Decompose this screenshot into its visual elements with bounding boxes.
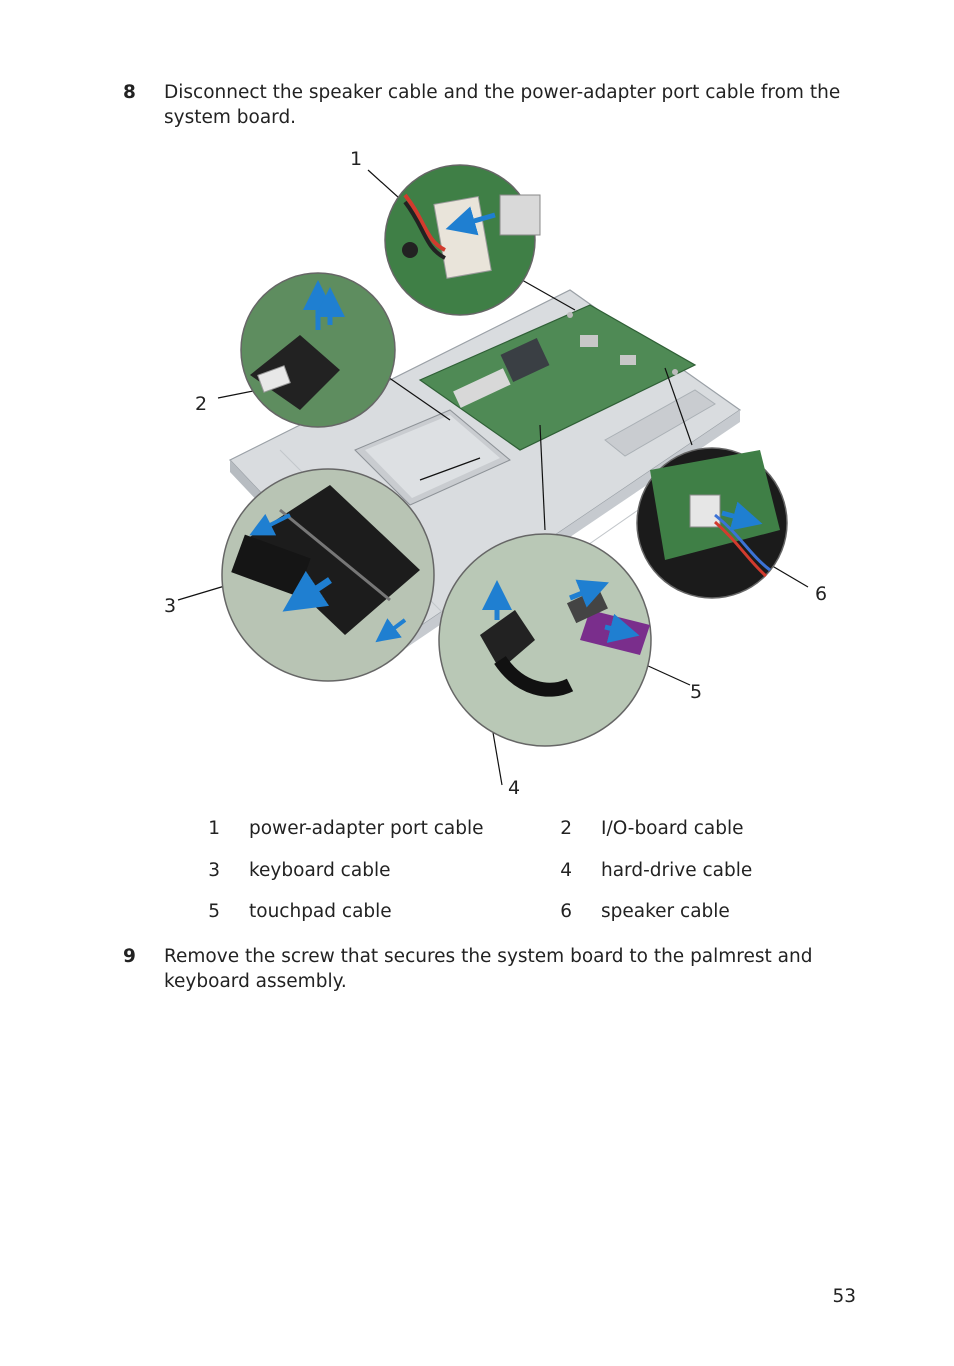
legend-number: 5 [208,901,220,922]
legend-label: I/O-board cable [601,818,744,839]
system-board-cables-illustration: 1 2 3 4 5 6 [164,148,827,799]
step-number: 8 [123,82,136,103]
legend-label: power-adapter port cable [249,818,484,839]
callout-4: 4 [508,777,520,799]
zoom-power-adapter-port [384,164,541,316]
page-number: 53 [832,1286,856,1307]
legend-label: keyboard cable [249,860,391,881]
legend-row: 1 power-adapter port cable 2 I/O-board c… [200,818,800,844]
zoom-io-board-cable [240,272,396,428]
step-number: 9 [123,946,136,967]
legend-number: 6 [560,901,572,922]
legend-number: 3 [208,860,220,881]
callout-2: 2 [195,393,207,415]
legend-number: 2 [560,818,572,839]
zoom-keyboard-cable [221,468,435,682]
legend-label: speaker cable [601,901,730,922]
legend-number: 4 [560,860,572,881]
callout-1: 1 [350,148,362,170]
zoom-hard-drive-touchpad-cables [438,533,652,747]
system-board [418,304,697,451]
callout-3: 3 [164,595,176,617]
hard-drive [354,409,511,506]
legend-row: 3 keyboard cable 4 hard-drive cable [200,860,800,886]
step-text: Remove the screw that secures the system… [164,946,813,992]
step-text: Disconnect the speaker cable and the pow… [164,82,841,128]
legend-label: hard-drive cable [601,860,753,881]
legend-row: 5 touchpad cable 6 speaker cable [200,901,800,927]
legend-label: touchpad cable [249,901,392,922]
callout-6: 6 [815,583,827,605]
zoom-speaker-cable [636,447,788,599]
legend-number: 1 [208,818,220,839]
callout-5: 5 [690,681,702,703]
